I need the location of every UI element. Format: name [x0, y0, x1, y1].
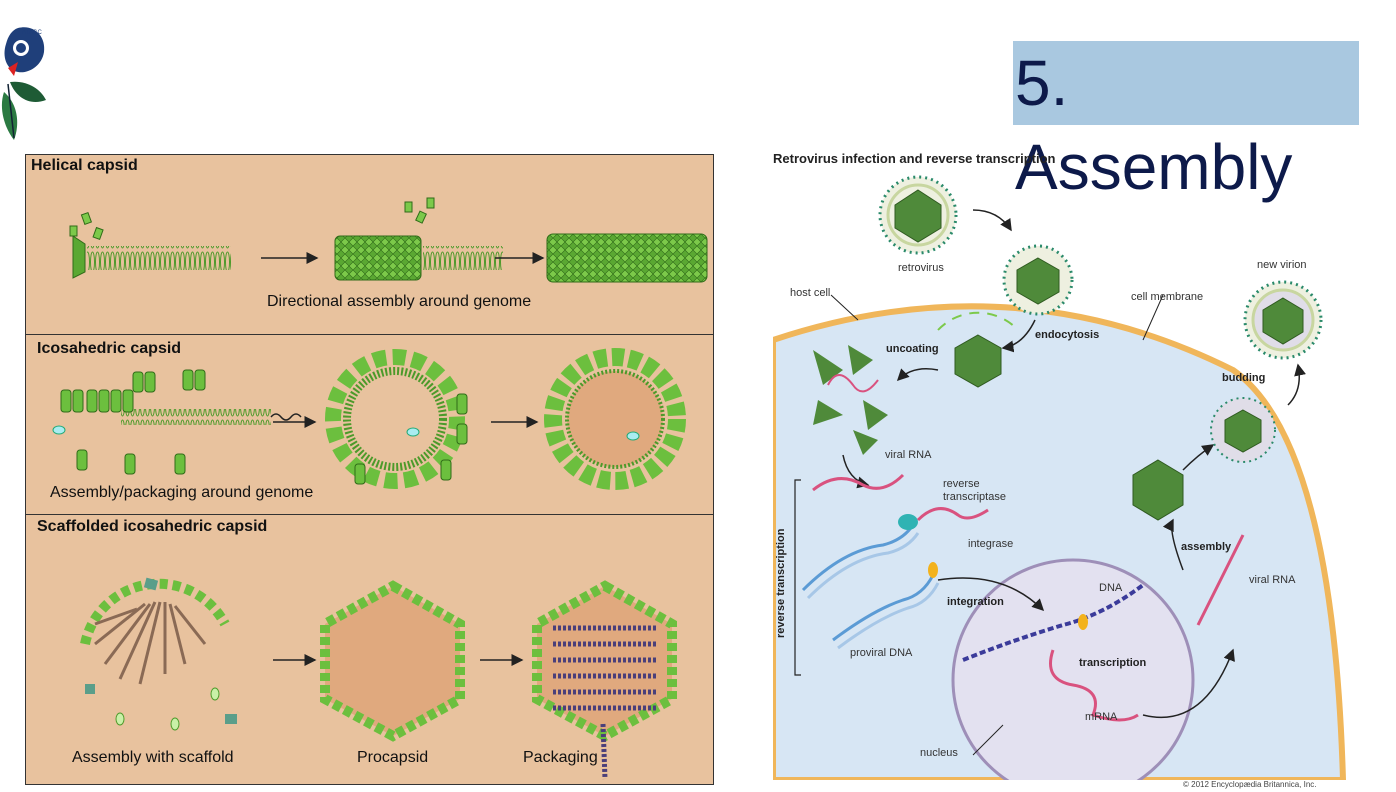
procapsid — [320, 580, 465, 742]
section-title-icosahedric: Icosahedric capsid — [37, 340, 182, 357]
arrow — [896, 368, 939, 382]
budding-virus — [1210, 397, 1276, 463]
label-nucleus: nucleus — [920, 747, 958, 759]
caption-helical: Directional assembly around genome — [267, 293, 532, 310]
leader-line — [972, 724, 1004, 756]
uncoating-fragments — [813, 345, 888, 455]
assembled-virus — [1132, 459, 1184, 521]
label-viral-rna: viral RNA — [885, 449, 932, 461]
packaged-capsid — [532, 580, 677, 780]
capsid-drawings — [52, 197, 708, 780]
helical-genome-start — [69, 211, 231, 279]
logo-text: ATAGC — [22, 30, 42, 36]
label-reverse-transcription: reverse transcription — [775, 528, 787, 638]
label-budding: budding — [1222, 372, 1266, 384]
arrow — [937, 577, 1045, 612]
retrovirus-diagram — [773, 175, 1347, 780]
nucleus — [951, 558, 1195, 780]
retrovirus-particle — [878, 175, 958, 255]
caption-procapsid: Procapsid — [357, 749, 429, 766]
caption-icosahedric: Assembly/packaging around genome — [50, 484, 314, 501]
slide-title: 5. Assembly — [1013, 41, 1359, 203]
viral-rna-strand-2 — [1196, 534, 1245, 626]
label-assembly: assembly — [1181, 541, 1232, 553]
label-integrase: integrase — [968, 538, 1014, 550]
leaf-logo-icon: ATAGC — [1, 27, 46, 140]
arrow — [1162, 518, 1184, 571]
label-reverse-transcriptase: reverse transcriptase — [943, 478, 1006, 503]
label-retrovirus: retrovirus — [898, 262, 944, 274]
label-cell-membrane: cell membrane — [1131, 291, 1204, 303]
caption-packaging: Packaging — [523, 749, 598, 766]
host-dna — [962, 583, 1145, 662]
label-viral-rna-2: viral RNA — [1249, 574, 1296, 586]
arrow — [1287, 363, 1306, 406]
icosa-partial-capsid — [324, 349, 468, 490]
copyright-notice: © 2012 Encyclopædia Britannica, Inc. — [1183, 780, 1317, 789]
mrna-strand — [1049, 649, 1139, 722]
label-proviral-dna: proviral DNA — [850, 647, 913, 659]
arrow — [1142, 648, 1235, 719]
label-new-virion: new virion — [1257, 259, 1307, 271]
endocytosed-virus — [937, 311, 1019, 388]
section-title-helical: Helical capsid — [31, 157, 138, 174]
viral-rna-strand — [812, 473, 905, 492]
helical-partial-capsid — [334, 197, 503, 281]
icosa-genome-start — [52, 369, 302, 475]
arrow — [1182, 444, 1215, 471]
caption-assembly-with-scaffold: Assembly with scaffold — [72, 749, 234, 766]
label-uncoating: uncoating — [886, 343, 939, 355]
label-transcription: transcription — [1079, 657, 1147, 669]
reverse-transcription-complex — [801, 507, 989, 600]
arrow — [842, 454, 870, 489]
host-cell — [773, 303, 1347, 780]
panel-divider — [25, 334, 714, 335]
leader-line — [830, 294, 859, 321]
virus-entering — [1002, 244, 1074, 316]
scaffold-assembly — [80, 577, 237, 731]
leader-line — [1142, 294, 1164, 341]
integrase-complex — [832, 562, 940, 650]
panel-divider — [25, 514, 714, 515]
label-dna: DNA — [1099, 582, 1123, 594]
label-mrna: mRNA — [1085, 711, 1118, 723]
icosa-complete-capsid — [544, 348, 686, 490]
new-virion — [1243, 280, 1323, 360]
section-title-scaffolded: Scaffolded icosahedric capsid — [37, 518, 268, 535]
retrovirus-figure-title: Retrovirus infection and reverse transcr… — [773, 151, 1056, 166]
label-integration: integration — [947, 596, 1004, 608]
arrow — [1001, 319, 1036, 353]
arrow — [972, 209, 1012, 232]
label-endocytosis: endocytosis — [1035, 329, 1100, 341]
helical-complete-capsid — [546, 233, 708, 283]
reverse-transcription-bracket — [794, 479, 801, 676]
label-host-cell: host cell — [790, 287, 831, 299]
